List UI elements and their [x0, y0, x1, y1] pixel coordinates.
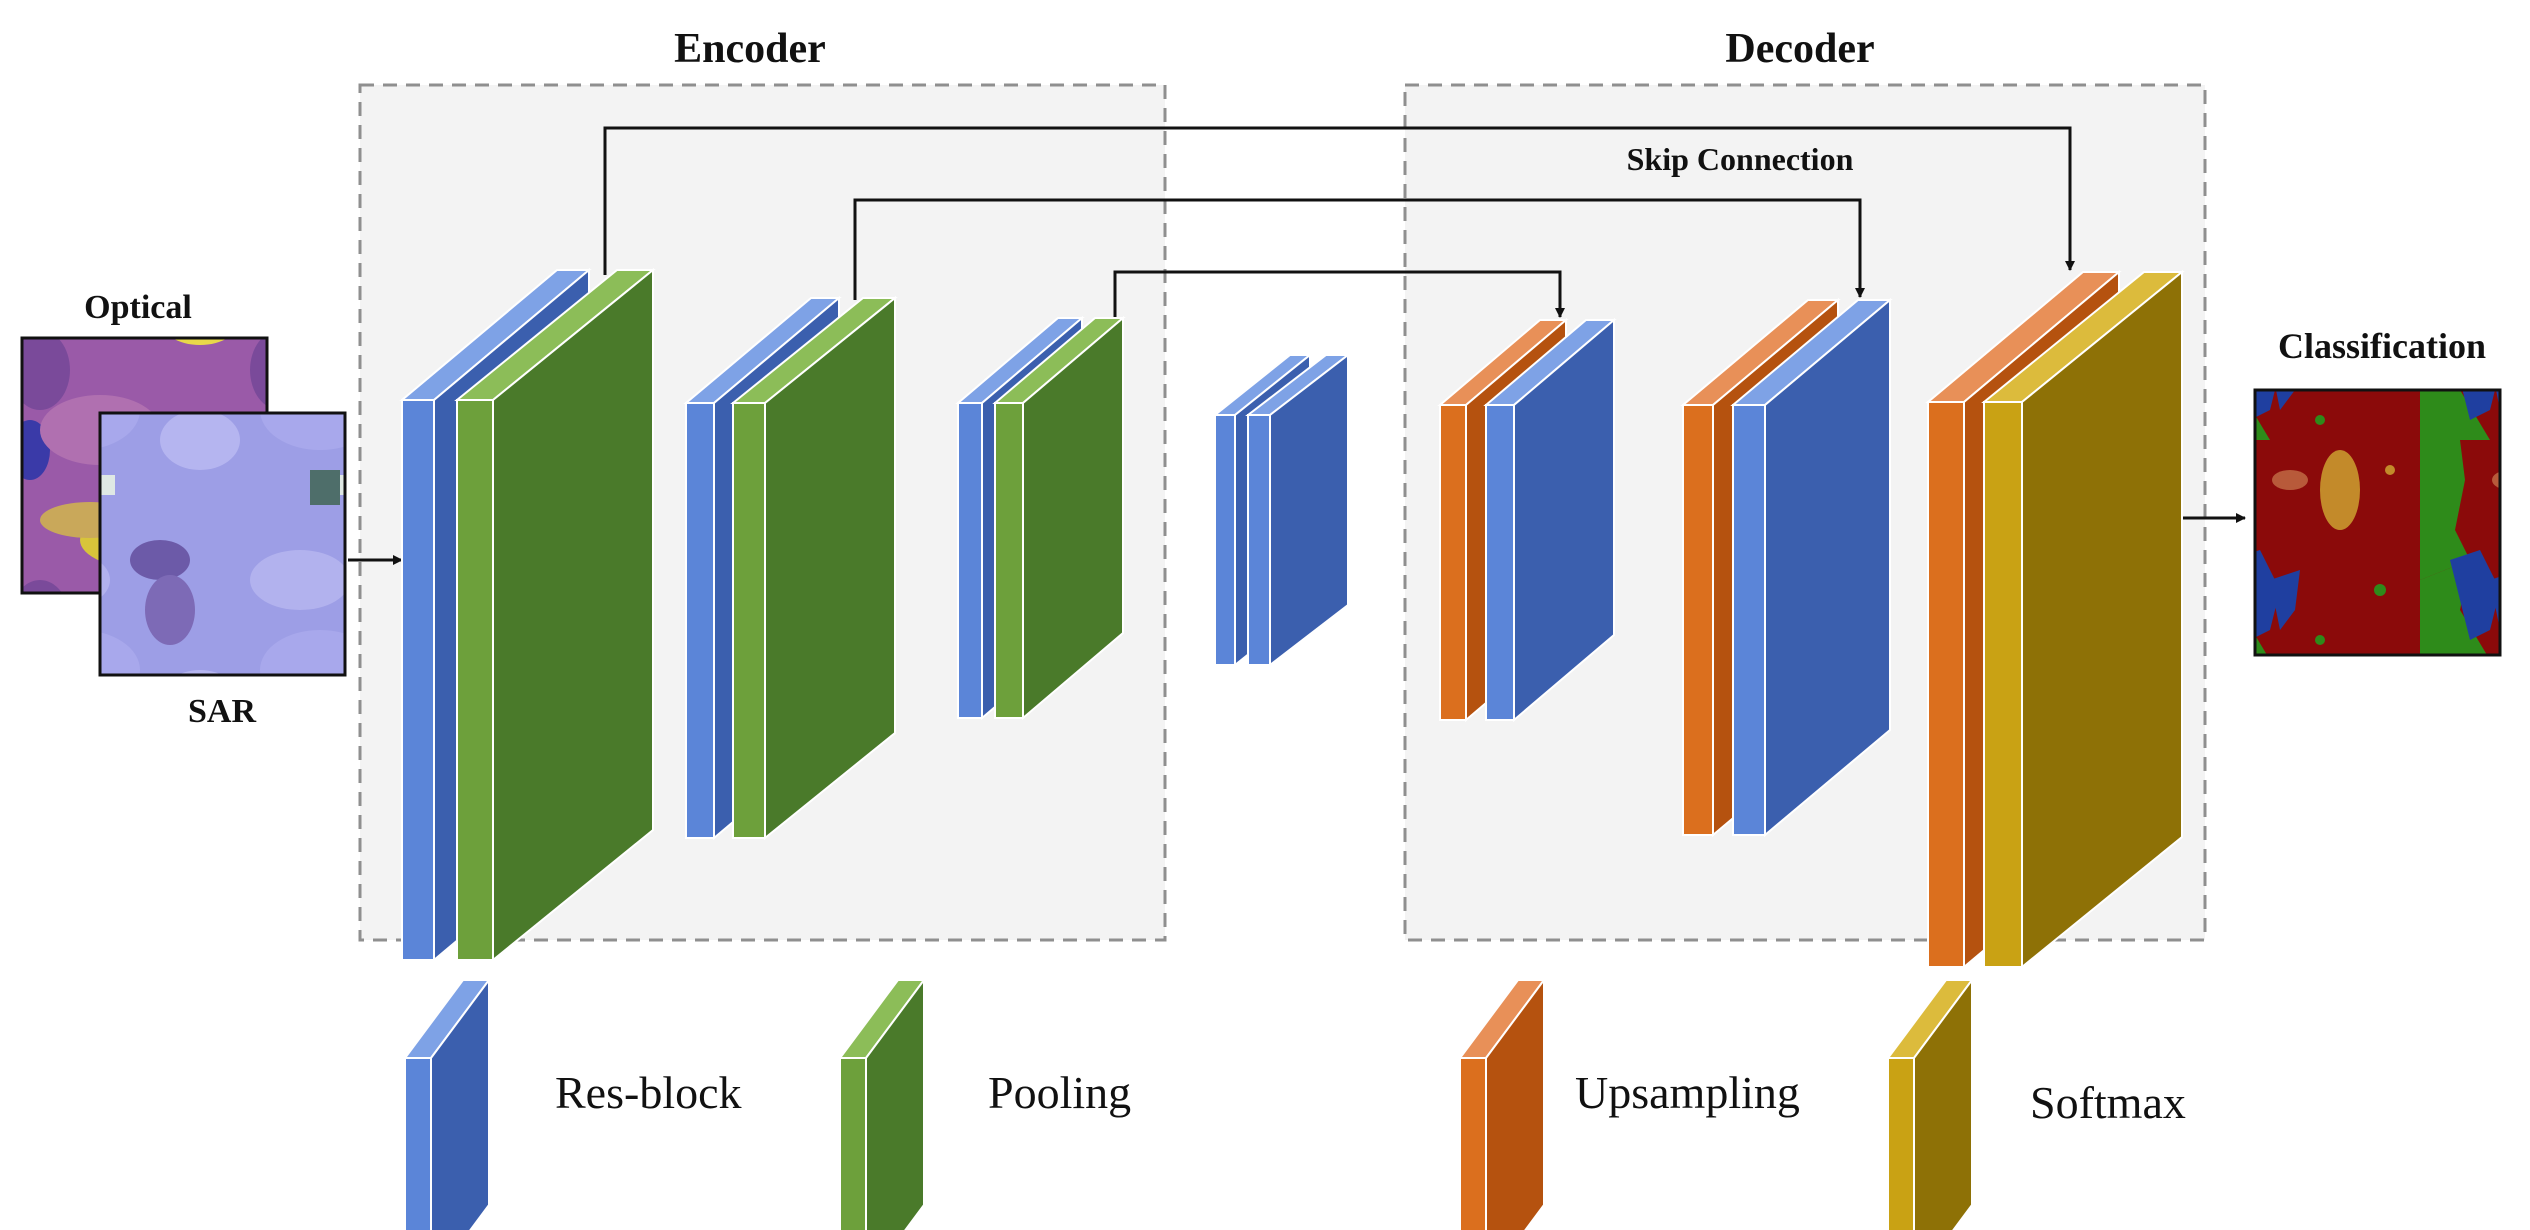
optical-label: Optical	[84, 289, 192, 326]
sar-label: SAR	[188, 693, 256, 730]
encoder-1-pooling	[454, 267, 656, 963]
legend-softmax-label: Softmax	[2030, 1077, 2186, 1128]
encoder-title: Encoder	[674, 26, 826, 72]
sar-image	[98, 411, 347, 677]
decoder-1-res-block	[1483, 317, 1617, 723]
classification-map	[2253, 388, 2502, 657]
decoder-3-softmax	[1981, 269, 2185, 970]
legend-pool-swatch	[838, 976, 926, 1230]
legend-res-block-label: Res-block	[555, 1067, 742, 1118]
skip-connection-label: Skip Connection	[1627, 141, 1854, 177]
decoder-2-res-block	[1730, 297, 1893, 838]
classification-label: Classification	[2278, 326, 2486, 366]
legend-soft-swatch	[1886, 976, 1974, 1230]
skip-connection-2	[853, 198, 1865, 300]
legend-pooling-label: Pooling	[988, 1067, 1131, 1118]
legend-up-swatch	[1458, 976, 1546, 1230]
legend-upsampling-label: Upsampling	[1575, 1067, 1800, 1118]
bottleneck-res-block-2	[1245, 352, 1351, 668]
encoder-2-pooling	[730, 295, 898, 841]
skip-connection-1	[603, 126, 2075, 275]
legend-res-swatch	[403, 976, 491, 1230]
decoder-title: Decoder	[1725, 26, 1874, 72]
skip-connection-3	[1113, 270, 1565, 318]
encoder-3-pooling	[992, 315, 1126, 721]
input-images	[20, 336, 347, 677]
